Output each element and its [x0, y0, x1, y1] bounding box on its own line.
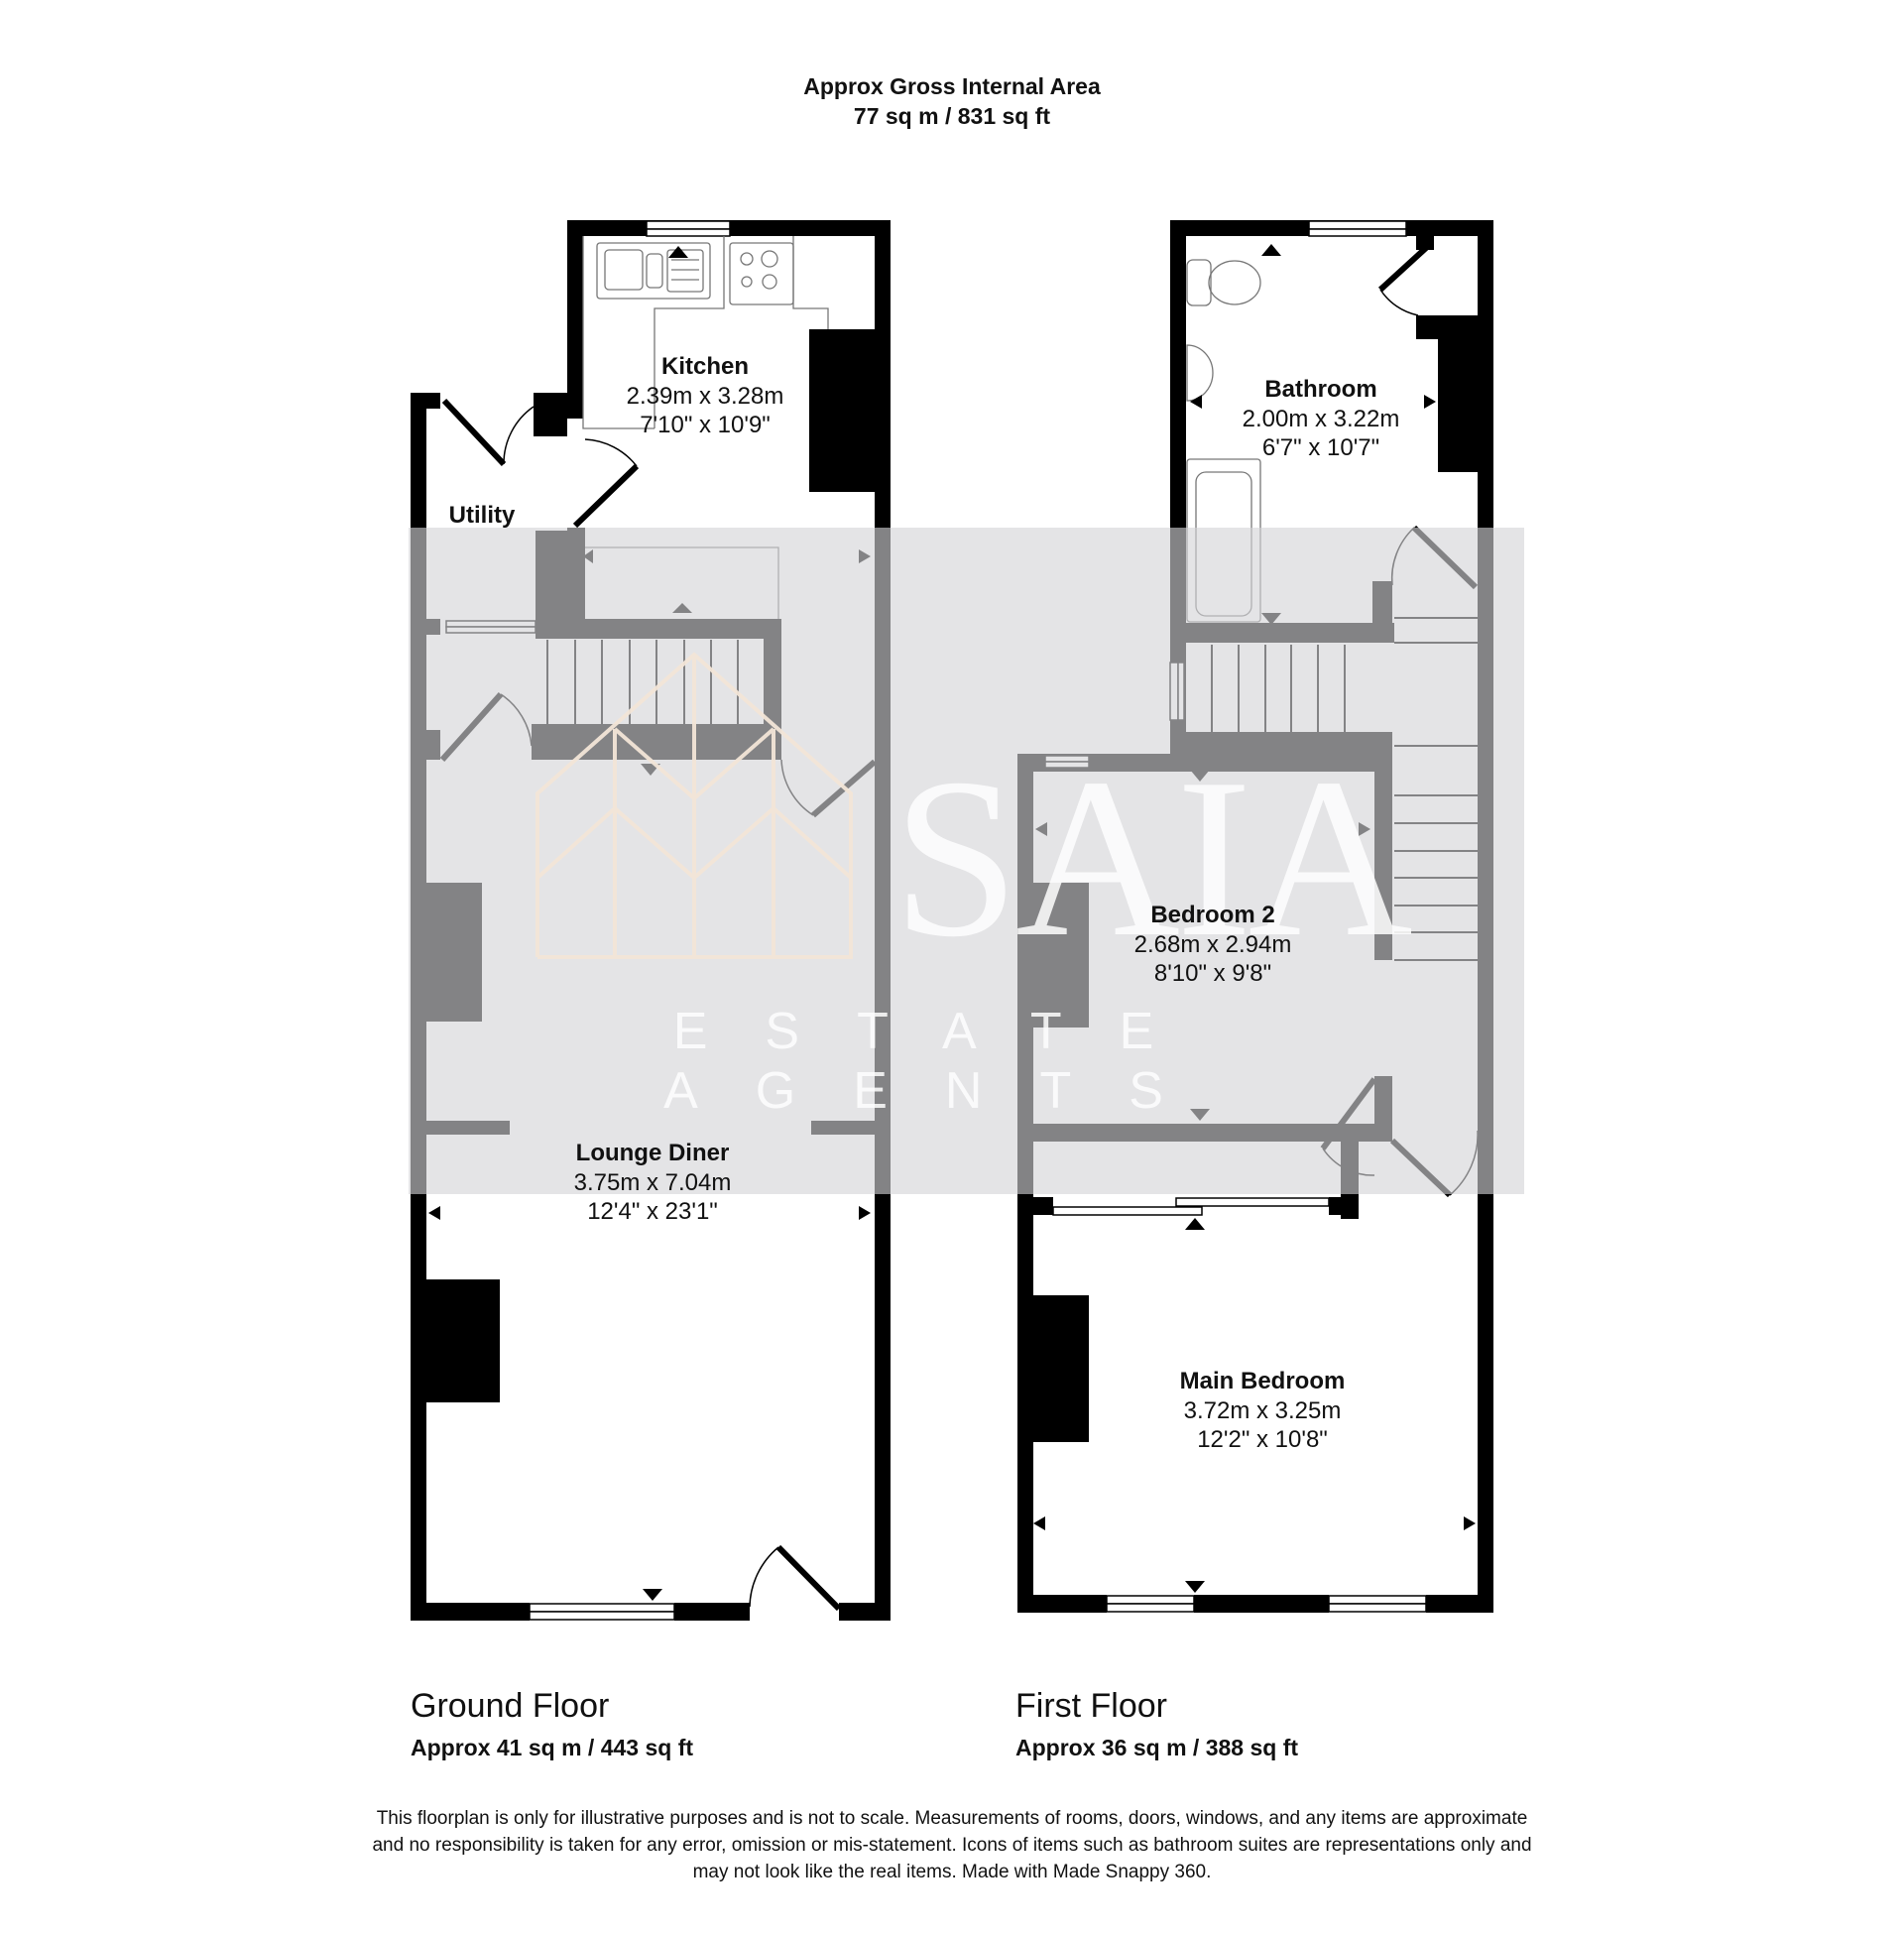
room-name: Bedroom 2 — [1150, 902, 1275, 928]
disclaimer-line-2: and no responsibility is taken for any e… — [372, 1835, 1532, 1856]
floor-name: First Floor — [1015, 1687, 1167, 1725]
room-imperial: 8'10" x 9'8" — [1153, 960, 1272, 987]
room-imperial: 7'10" x 10'9" — [640, 412, 771, 438]
room-name: Bathroom — [1264, 376, 1377, 403]
room-imperial: 12'2" x 10'8" — [1197, 1426, 1328, 1453]
room-metric: 2.68m x 2.94m — [1133, 931, 1292, 958]
gross-area-title: Approx Gross Internal Area 77 sq m / 831… — [0, 71, 1904, 131]
disclaimer: This floorplan is only for illustrative … — [238, 1805, 1666, 1885]
watermark-band — [409, 528, 1524, 1194]
kitchen-fittings — [582, 236, 829, 429]
title-line-1: Approx Gross Internal Area — [803, 73, 1101, 99]
floor-name: Ground Floor — [411, 1687, 610, 1725]
first-floor-caption: First Floor Approx 36 sq m / 388 sq ft — [1015, 1686, 1298, 1761]
room-name: Lounge Diner — [575, 1140, 730, 1166]
room-lounge-diner: Lounge Diner 3.75m x 7.04m 12'4" x 23'1" — [574, 1139, 732, 1226]
room-kitchen: Kitchen 2.39m x 3.28m 7'10" x 10'9" — [627, 352, 784, 439]
room-utility: Utility — [449, 501, 516, 531]
room-imperial: 12'4" x 23'1" — [587, 1198, 718, 1225]
room-metric: 3.75m x 7.04m — [573, 1169, 732, 1196]
disclaimer-line-1: This floorplan is only for illustrative … — [376, 1808, 1528, 1829]
disclaimer-line-3: may not look like the real items. Made w… — [692, 1862, 1212, 1882]
room-bathroom: Bathroom 2.00m x 3.22m 6'7" x 10'7" — [1243, 375, 1400, 462]
watermark-brand: SAIA — [892, 731, 1413, 984]
room-metric: 2.00m x 3.22m — [1242, 406, 1400, 432]
room-name: Kitchen — [660, 353, 749, 380]
room-metric: 2.39m x 3.28m — [626, 383, 784, 410]
watermark-tagline: ESTATE AGENTS — [663, 1003, 1221, 1120]
room-imperial: 6'7" x 10'7" — [1261, 434, 1380, 461]
room-name: Utility — [448, 502, 516, 529]
room-bedroom-2: Bedroom 2 2.68m x 2.94m 8'10" x 9'8" — [1134, 901, 1292, 988]
ground-floor-caption: Ground Floor Approx 41 sq m / 443 sq ft — [411, 1686, 693, 1761]
room-main-bedroom: Main Bedroom 3.72m x 3.25m 12'2" x 10'8" — [1180, 1367, 1346, 1454]
watermark-logo-icon — [536, 652, 853, 959]
title-line-2: 77 sq m / 831 sq ft — [853, 103, 1051, 129]
room-metric: 3.72m x 3.25m — [1183, 1397, 1342, 1424]
floor-area: Approx 41 sq m / 443 sq ft — [411, 1735, 694, 1760]
room-name: Main Bedroom — [1179, 1368, 1346, 1394]
floor-area: Approx 36 sq m / 388 sq ft — [1015, 1735, 1299, 1760]
